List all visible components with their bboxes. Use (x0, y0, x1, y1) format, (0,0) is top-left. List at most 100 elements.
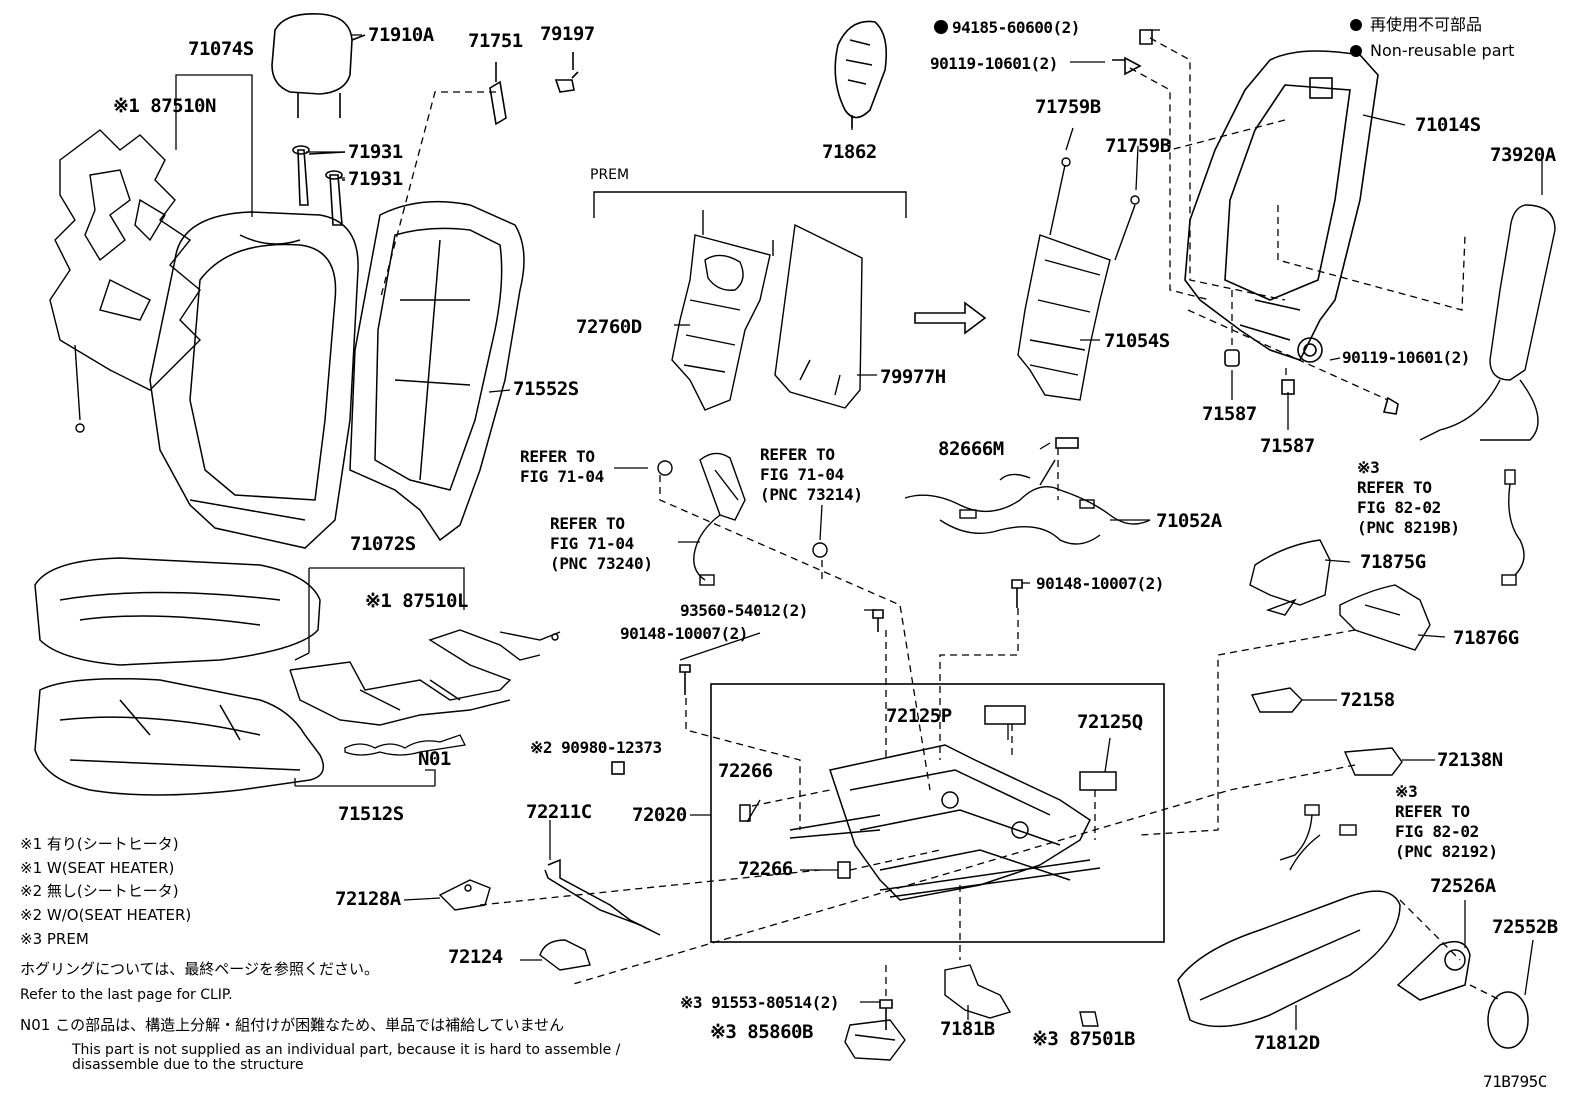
part-label-71759B-right[interactable]: 71759B (1105, 135, 1171, 157)
side-airbag (1419, 204, 1556, 441)
fasteners-upper (1055, 29, 1399, 449)
legend-en-text: Non-reusable part (1370, 41, 1515, 60)
part-label-90119-10601-lower[interactable]: 90119-10601(2) (1342, 348, 1470, 367)
seat-back-pad (349, 200, 525, 542)
part-label-71931-upper[interactable]: 71931 (348, 141, 403, 163)
part-label-72526A[interactable]: 72526A (1430, 875, 1496, 897)
part-label-72158[interactable]: 72158 (1340, 689, 1395, 711)
part-label-87510N[interactable]: ※1 87510N (113, 95, 216, 117)
part-label-79977H[interactable]: 79977H (880, 366, 946, 388)
part-label-N01[interactable]: N01 (418, 748, 451, 770)
part-label-72266-lower[interactable]: 72266 (738, 858, 793, 880)
note-n01-ja: N01 この部品は、構造上分解・組付けが困難なため、単品では補給していません (20, 1016, 565, 1034)
part-label-71052A[interactable]: 71052A (1156, 510, 1222, 532)
refer-to-fig-82-02-b[interactable]: ※3 REFER TO FIG 82-02 (PNC 82192) (1395, 782, 1498, 861)
seat-back-cover (149, 211, 359, 549)
headrest (271, 13, 366, 118)
rail-covers-small (1250, 687, 1403, 776)
headrest-guides (292, 145, 346, 226)
part-label-71910A[interactable]: 71910A (368, 24, 434, 46)
direction-arrow (914, 301, 987, 335)
seat-adjuster (739, 705, 1117, 901)
lower-components (844, 964, 1099, 1061)
part-label-71512S[interactable]: 71512S (338, 803, 404, 825)
legend-english: Non-reusable part (1350, 43, 1514, 59)
legend-ja-text: 再使用不可部品 (1370, 15, 1483, 34)
part-label-7181B[interactable]: 7181B (940, 1018, 995, 1040)
track-covers (438, 879, 591, 971)
non-reusable-dot-icon (934, 20, 948, 34)
part-label-93560-54012[interactable]: 93560-54012(2) (680, 601, 808, 620)
part-label-71931-lower[interactable]: 71931 (348, 168, 403, 190)
shield-covers (1177, 890, 1529, 1049)
part-label-72128A[interactable]: 72128A (335, 888, 401, 910)
part-label-71587-left[interactable]: 71587 (1202, 403, 1257, 425)
part-label-71862[interactable]: 71862 (822, 141, 877, 163)
note-1-ja: ※1 有り(シートヒータ) (20, 835, 179, 853)
part-label-90148-10007-right[interactable]: 90148-10007(2) (1036, 574, 1164, 593)
part-label-87510L[interactable]: ※1 87510L (365, 590, 468, 612)
part-label-71875G[interactable]: 71875G (1360, 551, 1426, 573)
part-label-71587-right[interactable]: 71587 (1260, 435, 1315, 457)
back-board-panel (774, 223, 863, 409)
part-label-71751[interactable]: 71751 (468, 30, 523, 52)
seat-back-frame (1184, 50, 1379, 363)
part-label-72552B[interactable]: 72552B (1492, 916, 1558, 938)
release-rod (544, 858, 661, 936)
part-label-72266-upper[interactable]: 72266 (718, 760, 773, 782)
figure-code: 71B795C (1483, 1072, 1547, 1091)
part-label-90148-10007-left[interactable]: 90148-10007(2) (620, 624, 748, 643)
note-clip-en: Refer to the last page for CLIP. (20, 987, 233, 1003)
part-label-72760D[interactable]: 72760D (576, 316, 642, 338)
part-label-71552S[interactable]: 71552S (513, 378, 579, 400)
note-n01-en-2: disassemble due to the structure (72, 1057, 304, 1073)
refer-to-fig-82-02-a[interactable]: ※3 REFER TO FIG 82-02 (PNC 8219B) (1357, 458, 1460, 537)
part-label-87501B[interactable]: ※3 87501B (1032, 1028, 1135, 1050)
clip-71751 (489, 52, 579, 126)
part-label-71074S[interactable]: 71074S (188, 38, 254, 60)
part-label-72125Q[interactable]: 72125Q (1077, 711, 1143, 733)
clip-90980 (611, 761, 625, 775)
seat-cushion-pad (34, 678, 325, 796)
part-label-72125P[interactable]: 72125P (886, 705, 952, 727)
side-airbag-cover (834, 20, 888, 128)
note-clip-ja: ホグリングについては、最終ページを参照ください。 (20, 960, 379, 978)
part-label-71072S[interactable]: 71072S (350, 533, 416, 555)
part-label-82666M[interactable]: 82666M (938, 438, 1004, 460)
recliner-covers (1249, 539, 1431, 651)
legend-japanese: 再使用不可部品 (1350, 17, 1482, 33)
part-label-72020[interactable]: 72020 (632, 804, 687, 826)
part-label-71812D[interactable]: 71812D (1254, 1032, 1320, 1054)
harness-connectors (1279, 469, 1525, 871)
part-label-72138N[interactable]: 72138N (1437, 749, 1503, 771)
non-reusable-dot-icon (1350, 45, 1362, 57)
seat-track-group-box (710, 683, 1165, 943)
dashed-lines (379, 37, 1501, 1001)
part-label-71014S[interactable]: 71014S (1415, 114, 1481, 136)
refer-to-fig-71-04-a[interactable]: REFER TO FIG 71-04 (520, 447, 604, 486)
part-label-79197[interactable]: 79197 (540, 23, 595, 45)
part-label-91553-80514[interactable]: ※3 91553-80514(2) (680, 993, 840, 1012)
part-label-72124[interactable]: 72124 (448, 946, 503, 968)
prem-label: PREM (590, 167, 630, 183)
part-label-90119-10601-upper[interactable]: 90119-10601(2) (930, 54, 1058, 73)
refer-to-fig-71-04-b[interactable]: REFER TO FIG 71-04 (PNC 73214) (760, 445, 863, 504)
part-label-72211C[interactable]: 72211C (526, 801, 592, 823)
seat-heater-cushion-mat (289, 629, 561, 726)
part-label-71759B-left[interactable]: 71759B (1035, 96, 1101, 118)
seat-back-wire-harness (904, 459, 1151, 545)
part-label-90980-12373[interactable]: ※2 90980-12373 (530, 738, 662, 757)
part-label-85860B[interactable]: ※3 85860B (710, 1021, 813, 1043)
part-label-71876G[interactable]: 71876G (1453, 627, 1519, 649)
part-label-71054S[interactable]: 71054S (1104, 330, 1170, 352)
lumbar-support-frame (671, 210, 774, 411)
seat-cushion-cover (34, 557, 321, 666)
part-label-73920A[interactable]: 73920A (1490, 144, 1556, 166)
part-label-94185-60600[interactable]: 94185-60600(2) (952, 18, 1080, 37)
bolts (679, 579, 1023, 1030)
note-n01-en-1: This part is not supplied as an individu… (72, 1042, 621, 1058)
prem-bracket (593, 191, 907, 218)
refer-to-fig-71-04-c[interactable]: REFER TO FIG 71-04 (PNC 73240) (550, 514, 653, 573)
